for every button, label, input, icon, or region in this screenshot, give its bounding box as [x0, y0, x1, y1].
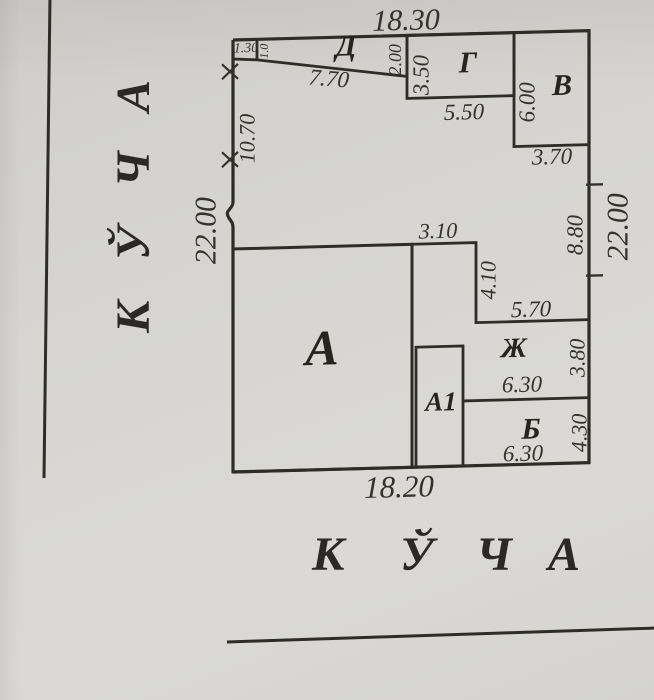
building-zh-label: Ж: [499, 333, 528, 365]
building-zh-b-divider: [463, 396, 589, 403]
dim-g-left-height: 3.50: [409, 54, 434, 96]
dim-v-left-height: 6.00: [515, 81, 540, 122]
street-name-bottom: КЎЧА: [311, 526, 580, 581]
building-b-label: Б: [520, 412, 540, 446]
dim-zh-right-height: 3.80: [565, 338, 590, 378]
parcel-plan: 18.30 18.20 22.00 10.70 22.00 8.80 1.30 …: [190, 3, 635, 505]
dim-b-right-height: 4.30: [567, 413, 592, 452]
dim-g-bottom-width: 5.50: [444, 99, 485, 125]
dim-d-right-height: 2.00: [385, 44, 405, 76]
dim-zh-top-width: 5.70: [511, 296, 552, 322]
dim-zh-bottom-width: 6.30: [502, 371, 543, 397]
building-a-outline: [231, 242, 414, 474]
street-name-left: КЎЧА: [105, 80, 160, 334]
courtyard-boundary: [412, 241, 589, 325]
dim-bottom-width: 18.20: [364, 468, 434, 505]
dim-v-bottom-width: 3.70: [531, 144, 573, 170]
building-a-label: А: [302, 319, 338, 376]
survey-x-mark-lower: [221, 151, 239, 169]
dim-top-width: 18.30: [372, 3, 439, 38]
dim-right-middle-segment: 8.80: [563, 214, 588, 255]
dim-left-upper-segment: 10.70: [235, 114, 260, 164]
street-line-left: [42, 0, 52, 479]
parcel-boundary-left: [225, 39, 235, 473]
building-v-outline: [512, 29, 591, 149]
dim-right-total: 22.00: [602, 193, 635, 261]
building-a1-outline: [414, 344, 465, 469]
dim-courtyard-top-offset: 3.10: [418, 218, 457, 244]
street-line-bottom: [226, 626, 654, 644]
building-d-label: Д: [333, 29, 358, 63]
building-a1-label: А1: [423, 386, 457, 417]
building-g-label: Г: [458, 46, 478, 80]
survey-x-mark-upper: [221, 63, 239, 81]
dim-left-total: 22.00: [190, 197, 223, 265]
building-v-label: В: [551, 69, 572, 103]
dim-d-stub-width: 1.30: [234, 41, 258, 57]
dim-courtyard-right-drop: 4.10: [476, 261, 501, 300]
dim-d-length: 7.70: [308, 64, 351, 92]
dimension-tick-marks-right: [586, 183, 603, 277]
dim-d-stub-height: 1.0: [257, 43, 271, 58]
dim-b-bottom-width: 6.30: [503, 440, 544, 466]
